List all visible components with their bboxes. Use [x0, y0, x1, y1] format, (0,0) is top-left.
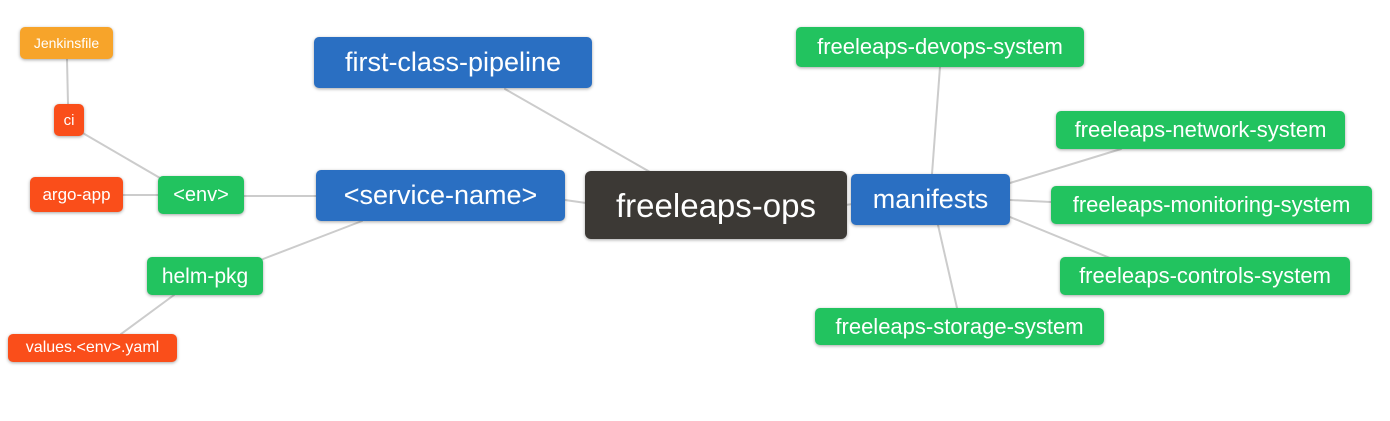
edge-helm-pkg-values — [120, 294, 175, 335]
node-values-env-yaml[interactable]: values.<env>.yaml — [8, 334, 177, 362]
edge-service-name-helm-pkg — [262, 220, 363, 260]
node-storage-system[interactable]: freeleaps-storage-system — [815, 308, 1104, 345]
node-first-class-pipeline[interactable]: first-class-pipeline — [314, 37, 592, 88]
node-manifests[interactable]: manifests — [851, 174, 1010, 225]
edge-manifests-network — [1009, 148, 1122, 184]
edge-jenkinsfile-ci — [66, 58, 69, 105]
edge-manifests-monitoring — [1009, 199, 1052, 203]
edge-manifests-storage — [937, 224, 958, 309]
node-jenkinsfile[interactable]: Jenkinsfile — [20, 27, 113, 59]
node-network-system[interactable]: freeleaps-network-system — [1056, 111, 1345, 149]
node-service-name[interactable]: <service-name> — [316, 170, 565, 221]
node-devops-system[interactable]: freeleaps-devops-system — [796, 27, 1084, 67]
node-freeleaps-ops-root[interactable]: freeleaps-ops — [585, 171, 847, 239]
node-monitoring-system[interactable]: freeleaps-monitoring-system — [1051, 186, 1372, 224]
node-env[interactable]: <env> — [158, 176, 244, 214]
edge-service-name-root — [564, 199, 587, 204]
edge-ci-env — [80, 131, 161, 179]
node-argo-app[interactable]: argo-app — [30, 177, 123, 212]
node-helm-pkg[interactable]: helm-pkg — [147, 257, 263, 295]
edge-pipeline-root — [504, 88, 651, 173]
edge-manifests-devops — [931, 66, 941, 175]
node-controls-system[interactable]: freeleaps-controls-system — [1060, 257, 1350, 295]
node-ci[interactable]: ci — [54, 104, 84, 136]
